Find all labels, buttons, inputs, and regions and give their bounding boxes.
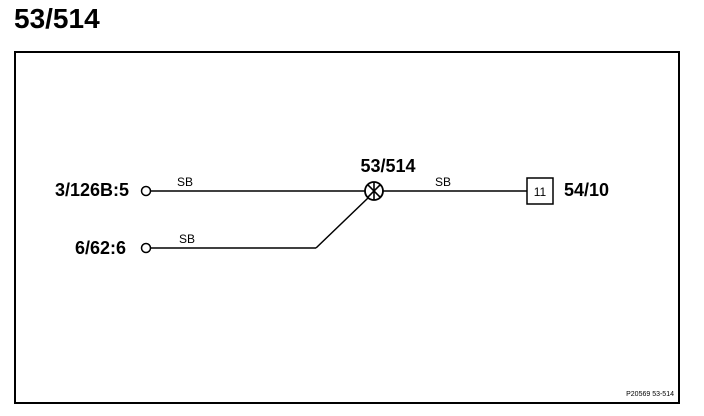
connector-label-left-top: 3/126B:5 bbox=[55, 180, 129, 200]
splice-icon bbox=[364, 181, 384, 201]
component-box bbox=[526, 177, 554, 205]
wire-diagonal bbox=[315, 197, 369, 249]
splice-label: 53/514 bbox=[360, 156, 415, 176]
terminal-left-bottom bbox=[140, 242, 152, 254]
diagram-frame bbox=[14, 51, 680, 404]
wire-color-right: SB bbox=[435, 175, 451, 189]
page-title: 53/514 bbox=[14, 3, 100, 34]
connector-label-left-bottom: 6/62:6 bbox=[75, 238, 126, 258]
terminal-left-top bbox=[140, 185, 152, 197]
connector-label-right: 54/10 bbox=[564, 180, 609, 200]
drawing-reference: P20569 53-514 bbox=[626, 391, 674, 398]
wire-color-top-left: SB bbox=[177, 175, 193, 189]
wire-color-bottom-left: SB bbox=[179, 232, 195, 246]
component-box-label: 11 bbox=[534, 185, 547, 199]
